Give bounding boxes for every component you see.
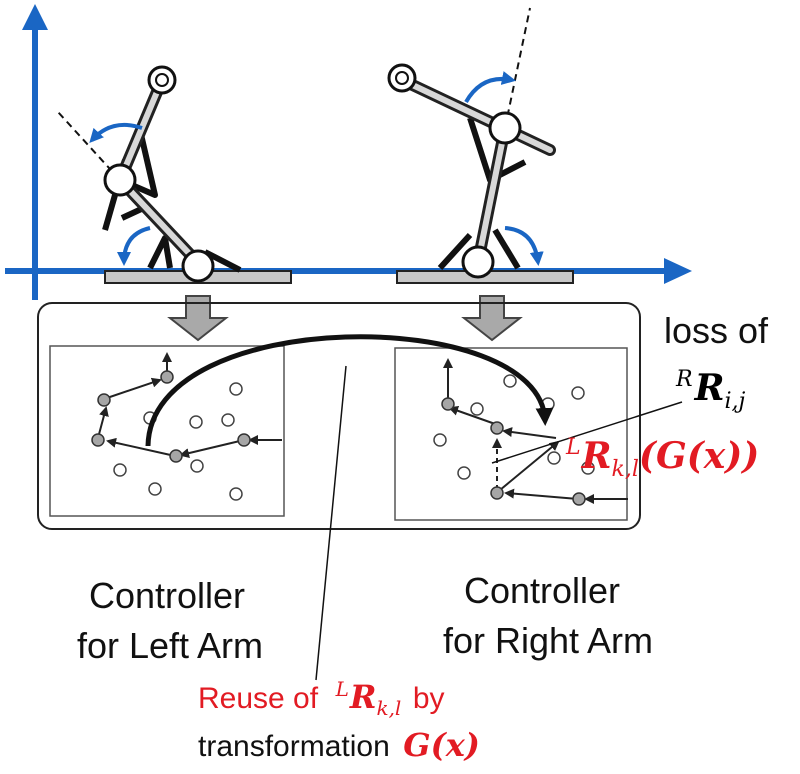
right-controller-subtitle: for Right Arm (443, 620, 653, 661)
left-arm-elbow-joint (103, 163, 137, 197)
left-down-arrow (167, 295, 229, 342)
left-arm-elbow-rotation-arrow (89, 123, 143, 143)
right-robot-arm (387, 7, 574, 284)
right-arm-elbow-rotation-arrow (464, 71, 516, 104)
left-controller-title: Controller (89, 575, 245, 616)
transformed-term-L-R-kl: LRk,l(G(x)) (565, 435, 759, 482)
left-controller-subtitle: for Left Arm (77, 625, 263, 666)
right-controller-title: Controller (464, 570, 620, 611)
loss-term-R-ij: RRi,j (675, 367, 746, 414)
left-arm-base-rotation-arrow (117, 226, 151, 266)
right-arm-base-rotation-arrow (504, 226, 544, 266)
transfer-arrow (145, 334, 554, 447)
coordinate-axes (5, 4, 692, 300)
reuse-caption-line2: transformation G(x) (198, 726, 480, 764)
x-axis-arrowhead (664, 258, 692, 284)
left-controller-panel (49, 345, 285, 517)
right-controller-panel (394, 347, 628, 521)
reuse-caption-line1: Reuse of LRk,l by (198, 677, 445, 720)
right-arm-base-joint (461, 245, 495, 279)
right-arm-dashed-extension (504, 7, 531, 129)
y-axis-arrowhead (22, 4, 48, 30)
reuse-leader-line (315, 365, 347, 681)
right-arm-elbow-joint (488, 111, 522, 145)
loss-of-label: loss of (664, 310, 769, 351)
right-down-arrow (461, 295, 523, 342)
left-robot-arm (57, 65, 292, 284)
left-arm-base-joint (181, 249, 215, 283)
loss-leader-line (491, 401, 683, 464)
